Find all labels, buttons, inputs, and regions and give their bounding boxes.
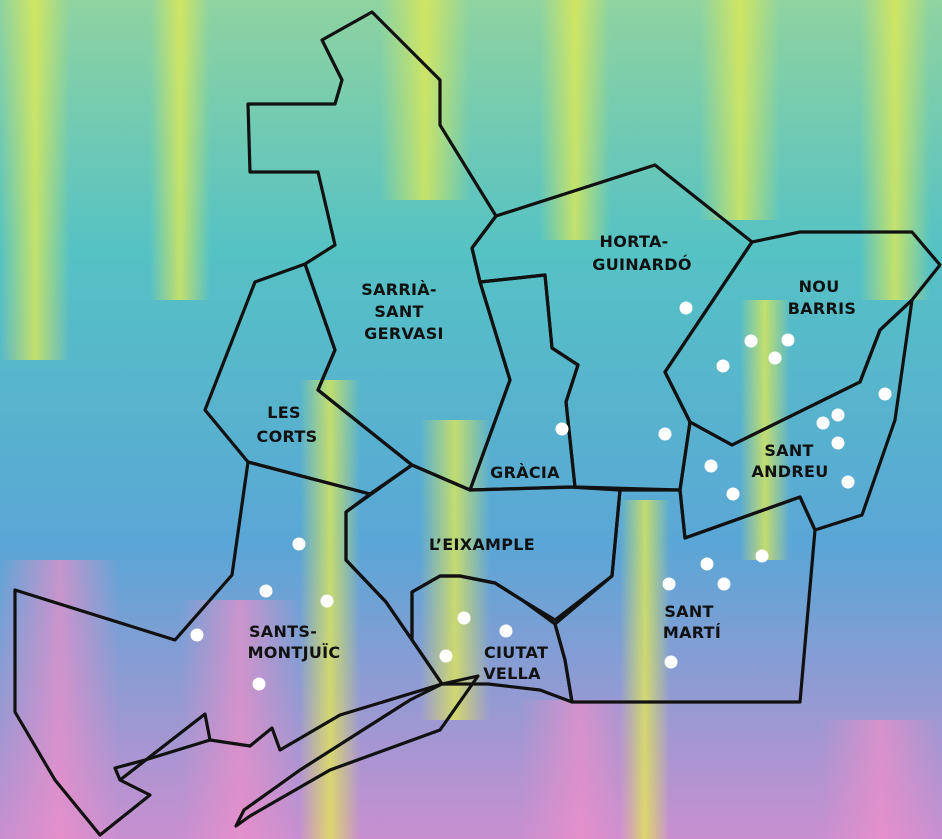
- marker[interactable]: [768, 351, 782, 365]
- label-nou-barris: NOU BARRIS: [788, 277, 857, 318]
- marker[interactable]: [755, 549, 769, 563]
- marker[interactable]: [816, 416, 830, 430]
- marker[interactable]: [841, 475, 855, 489]
- label-ciutat-vella: CIUTAT VELLA: [483, 643, 554, 683]
- district-labels: CIUTAT VELLA L’EIXAMPLE SANTS- MONTJUÏC …: [248, 232, 857, 683]
- marker[interactable]: [704, 459, 718, 473]
- marker[interactable]: [439, 649, 453, 663]
- zona-franca-strip: [113, 738, 211, 781]
- district-sarria-sant-gervasi[interactable]: [246, 10, 512, 492]
- marker[interactable]: [878, 387, 892, 401]
- marker[interactable]: [190, 628, 204, 642]
- marker[interactable]: [457, 611, 471, 625]
- label-horta-guinardo: HORTA- GUINARDÓ: [592, 232, 691, 274]
- marker[interactable]: [259, 584, 273, 598]
- marker[interactable]: [726, 487, 740, 501]
- marker[interactable]: [679, 301, 693, 315]
- marker[interactable]: [700, 557, 714, 571]
- label-sant-marti: SANT MARTÍ: [663, 602, 721, 642]
- district-sants-montjuic[interactable]: [13, 460, 444, 837]
- marker[interactable]: [716, 359, 730, 373]
- port-strip: [234, 674, 480, 828]
- marker[interactable]: [831, 436, 845, 450]
- marker[interactable]: [658, 427, 672, 441]
- marker[interactable]: [717, 577, 731, 591]
- marker[interactable]: [320, 594, 334, 608]
- marker[interactable]: [831, 408, 845, 422]
- label-sant-andreu: SANT ANDREU: [751, 441, 828, 481]
- marker[interactable]: [744, 334, 758, 348]
- marker[interactable]: [662, 577, 676, 591]
- district-sant-marti[interactable]: [553, 488, 817, 704]
- district-borders: [13, 10, 942, 837]
- marker[interactable]: [664, 655, 678, 669]
- location-markers: [190, 301, 892, 691]
- label-gracia: GRÀCIA: [490, 463, 560, 482]
- marker[interactable]: [252, 677, 266, 691]
- label-eixample: L’EIXAMPLE: [429, 535, 535, 554]
- marker[interactable]: [555, 422, 569, 436]
- marker[interactable]: [292, 537, 306, 551]
- marker[interactable]: [499, 624, 513, 638]
- label-sarria-sant-gervasi: SARRIÀ- SANT GERVASI: [361, 280, 444, 343]
- marker[interactable]: [781, 333, 795, 347]
- label-sants-montjuic: SANTS- MONTJUÏC: [248, 622, 341, 662]
- label-les-corts: LES CORTS: [257, 403, 318, 446]
